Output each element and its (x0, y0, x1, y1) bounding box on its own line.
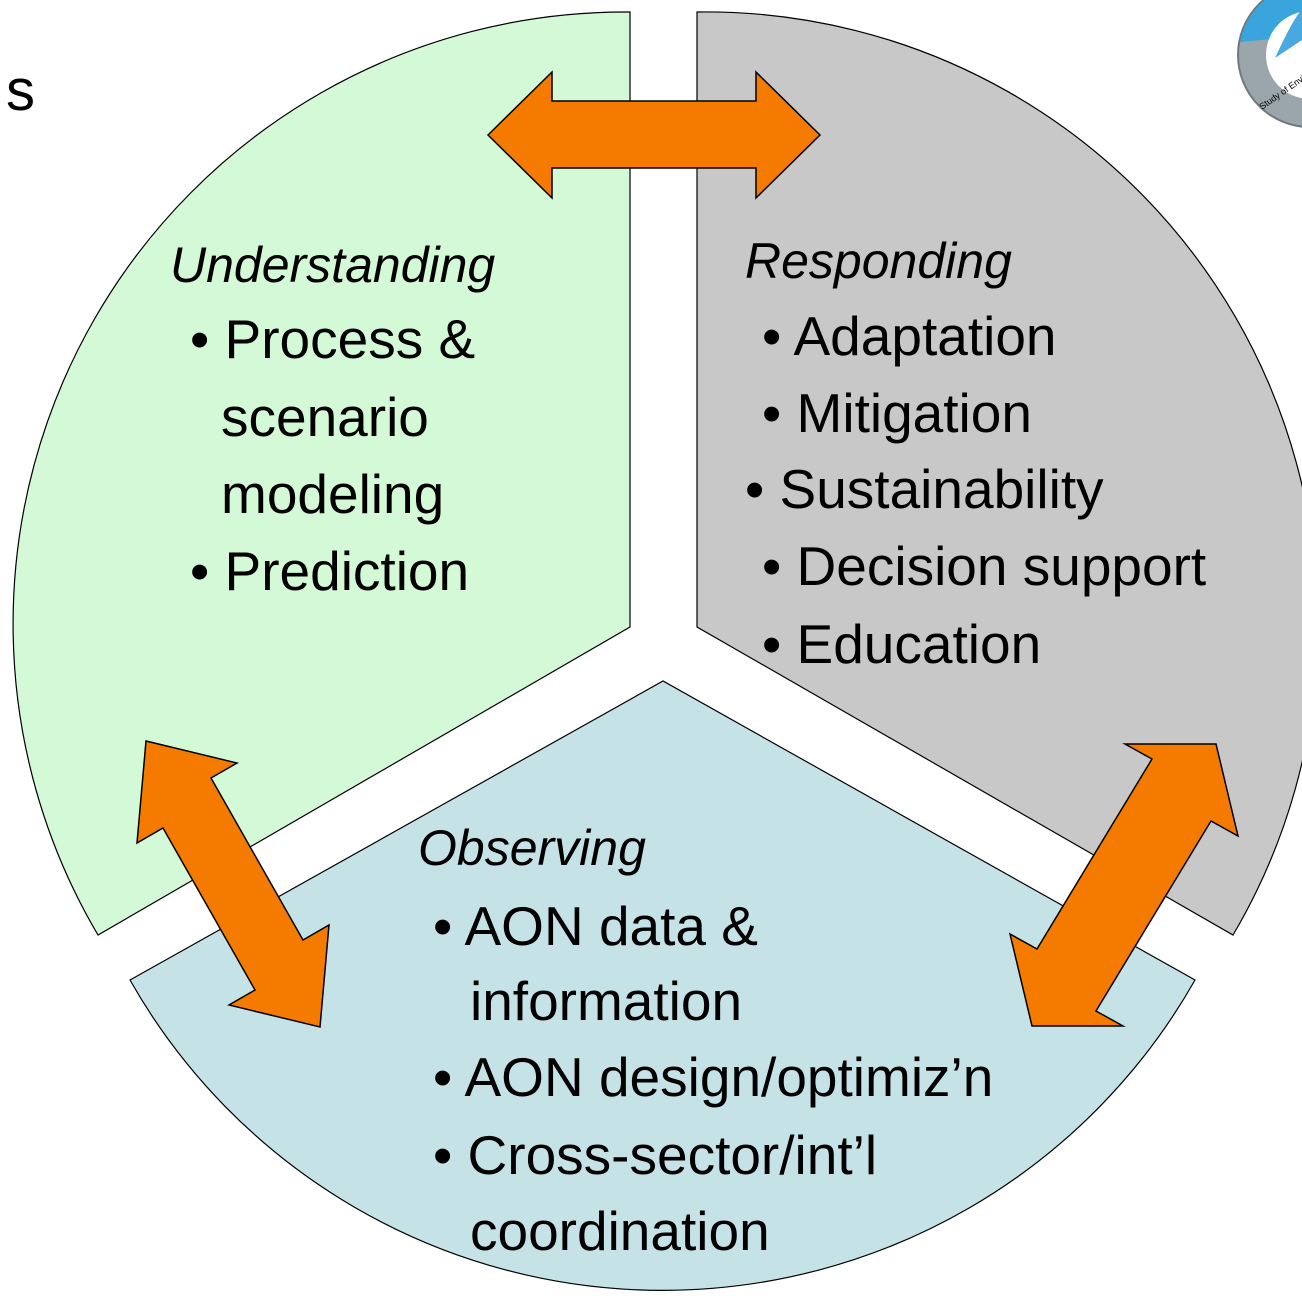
responding-bullet: • Sustainability (745, 458, 1104, 520)
observing-bullet: information (470, 970, 742, 1032)
double-arrow-diagonal-icon (136, 740, 330, 1028)
responding-bullet: • Adaptation (762, 305, 1057, 367)
observing-bullet: • Cross-sector/int’l (433, 1124, 877, 1186)
understanding-heading: Understanding (170, 237, 495, 293)
responding-bullet: • Mitigation (762, 382, 1032, 444)
observing-sector (129, 680, 1196, 1291)
understanding-sector (12, 11, 631, 936)
observing-bullet: coordination (470, 1200, 770, 1262)
responding-sector (696, 11, 1302, 936)
double-arrow-horizontal-icon (486, 70, 822, 200)
understanding-bullet: • Prediction (190, 540, 469, 602)
responding-heading: Responding (745, 233, 1012, 289)
understanding-bullet: modeling (221, 463, 444, 525)
seal-logo-icon: Study of Envi (1237, 0, 1302, 128)
slide-title-fragment: s (6, 58, 35, 123)
observing-heading: Observing (418, 820, 646, 876)
observing-bullet: • AON data & (433, 895, 758, 957)
responding-bullet: • Education (762, 613, 1041, 675)
understanding-bullet: • Process & (190, 308, 475, 370)
observing-bullet: • AON design/optimiz’n (433, 1046, 993, 1108)
double-arrow-diagonal-icon (1008, 743, 1240, 1027)
responding-bullet: • Decision support (762, 535, 1206, 597)
understanding-bullet: scenario (221, 386, 429, 448)
